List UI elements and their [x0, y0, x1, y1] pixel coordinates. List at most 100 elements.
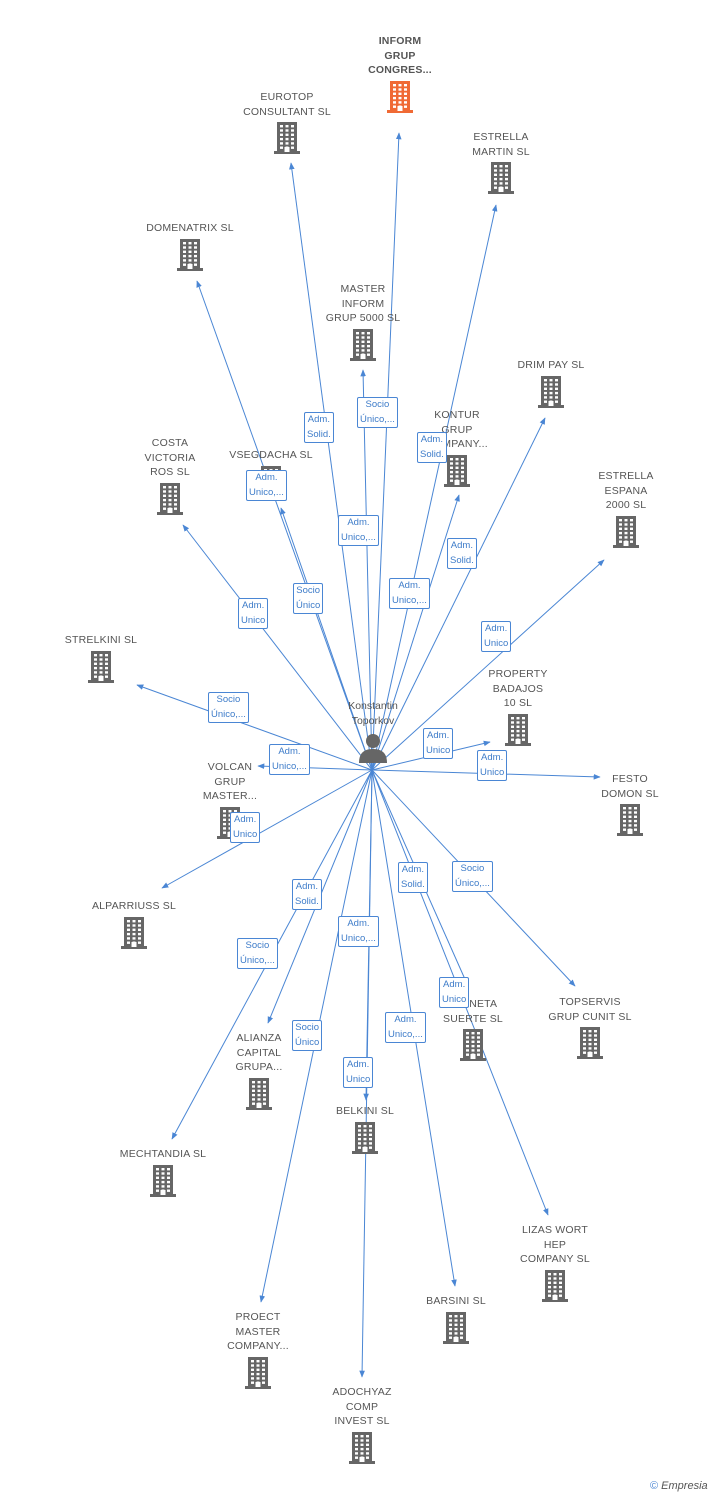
company-name-line: STRELKINI SL: [64, 634, 138, 646]
company-node-drim-pay[interactable]: DRIM PAY SL: [496, 358, 606, 409]
relation-label-line: Socio: [295, 1022, 320, 1033]
company-name-line: GRUP: [441, 423, 473, 436]
company-name-line: INVEST SL: [334, 1415, 390, 1427]
brand-name: Empresia: [661, 1480, 708, 1492]
relation-label-property[interactable]: Adm.Unico: [423, 728, 454, 759]
relation-label-estrella-espana[interactable]: Adm.Unico: [481, 621, 512, 652]
company-node-alparriuss[interactable]: ALPARRIUSS SL: [79, 899, 189, 950]
building-icon: [352, 1121, 378, 1154]
relation-label-belkini[interactable]: Adm.Unico,...: [338, 916, 379, 947]
company-name-line: TOPSERVIS: [559, 996, 621, 1008]
company-name-line: ADOCHYAZ: [332, 1386, 392, 1398]
relation-edge-estrella-martin: [371, 204, 498, 771]
relation-label-line: Socio: [245, 940, 270, 951]
relation-label-line: Único: [296, 599, 321, 611]
company-name-line: PROECT: [235, 1311, 281, 1323]
company-node-festo[interactable]: FESTO DOMON SL: [575, 772, 685, 837]
relation-label-volcan[interactable]: Adm. Unico,...: [269, 744, 310, 775]
relation-label-drim-pay[interactable]: Adm.Solid.: [447, 538, 477, 569]
building-icon: [350, 328, 376, 361]
relation-label-line: Adm.: [295, 881, 318, 892]
relation-label-line: Adm.: [347, 918, 370, 929]
company-node-belkini[interactable]: BELKINI SL: [310, 1104, 420, 1155]
relation-label-domenatrix[interactable]: Adm.Unico,...: [246, 470, 287, 501]
relation-label-estrella-martin[interactable]: Adm.Solid.: [417, 432, 447, 463]
relation-label-alparriuss[interactable]: Adm.Unico: [230, 812, 261, 843]
relation-label-costa-victoria[interactable]: Adm. Unico: [238, 598, 269, 629]
relation-label-kontur[interactable]: Adm.Unico,...: [389, 578, 430, 609]
relation-label-line: Unico: [233, 828, 258, 840]
relation-label-lizas[interactable]: Adm.Unico: [439, 977, 470, 1008]
company-name-line: BELKINI SL: [335, 1105, 395, 1117]
relation-label-planeta[interactable]: Adm.Solid.: [398, 862, 428, 893]
relation-label-line: Unico: [426, 744, 451, 756]
relation-label-line: Adm.: [242, 600, 265, 611]
company-name-line: VSEGDACHA SL: [229, 449, 313, 461]
relation-label-line: Adm.: [278, 746, 301, 757]
company-name-line: GRUP: [384, 49, 416, 62]
company-node-domenatrix[interactable]: DOMENATRIX SL: [135, 221, 245, 272]
building-icon: [488, 162, 514, 194]
building-icon: [177, 238, 203, 271]
building-icon: [538, 375, 564, 408]
relation-label-festo[interactable]: Adm.Unico: [477, 750, 508, 781]
company-name-line: GRUP CUNIT SL: [548, 1010, 632, 1023]
company-name-line: CONGRES...: [368, 64, 432, 76]
company-node-topservis[interactable]: TOPSERVIS GRUP CUNIT SL: [535, 995, 645, 1060]
relation-label-line: Adm.: [255, 472, 278, 483]
relation-edge-alparriuss: [161, 769, 373, 889]
relation-label-line: Solid.: [450, 554, 474, 566]
relation-label-line: Unico,...: [388, 1028, 423, 1040]
company-name-line: MASTER: [340, 283, 386, 295]
company-name-line: FESTO: [612, 773, 648, 785]
relation-label-line: Unico: [346, 1073, 371, 1085]
relation-label-line: Socio: [216, 694, 241, 705]
relation-label-eurotop[interactable]: Adm.Solid.: [304, 412, 334, 443]
relation-label-line: Solid.: [307, 428, 331, 440]
relation-label-line: Unico,...: [272, 760, 307, 772]
relation-label-line: Socio: [296, 585, 321, 596]
relation-label-line: Único,...: [240, 954, 275, 966]
company-name-line: GRUPA...: [235, 1061, 283, 1073]
person-name-line-2: Toporkov: [351, 714, 395, 727]
company-node-mechtandia[interactable]: MECHTANDIA SL: [108, 1147, 218, 1198]
relation-label-line: Adm.: [398, 580, 421, 591]
company-name-line: COMPANY SL: [520, 1253, 590, 1265]
company-name-line: ESTRELLA: [473, 131, 529, 143]
relation-label-line: Socio: [460, 863, 485, 874]
relation-label-master-inform[interactable]: Adm.Unico,...: [338, 515, 379, 546]
relation-label-barsini[interactable]: Adm.Unico,...: [385, 1012, 426, 1043]
company-name-line: 10 SL: [503, 697, 533, 709]
company-name-line: ROS SL: [150, 466, 190, 478]
person-node[interactable]: Konstantin Toporkov: [318, 699, 428, 764]
relation-label-line: Unico: [241, 614, 266, 626]
building-icon: [88, 650, 114, 683]
relation-label-line: Solid.: [401, 878, 425, 890]
company-node-barsini[interactable]: BARSINI SL: [401, 1294, 511, 1345]
company-name-line: DOMON SL: [601, 787, 659, 800]
company-node-strelkini[interactable]: STRELKINI SL: [46, 633, 156, 684]
relation-label-adochyaz[interactable]: Adm.Unico: [343, 1057, 374, 1088]
relation-label-line: Socio: [365, 399, 390, 410]
relation-label-alianza[interactable]: Adm.Solid.: [292, 879, 322, 910]
building-icon: [613, 515, 639, 548]
relation-edge-eurotop: [289, 162, 373, 771]
